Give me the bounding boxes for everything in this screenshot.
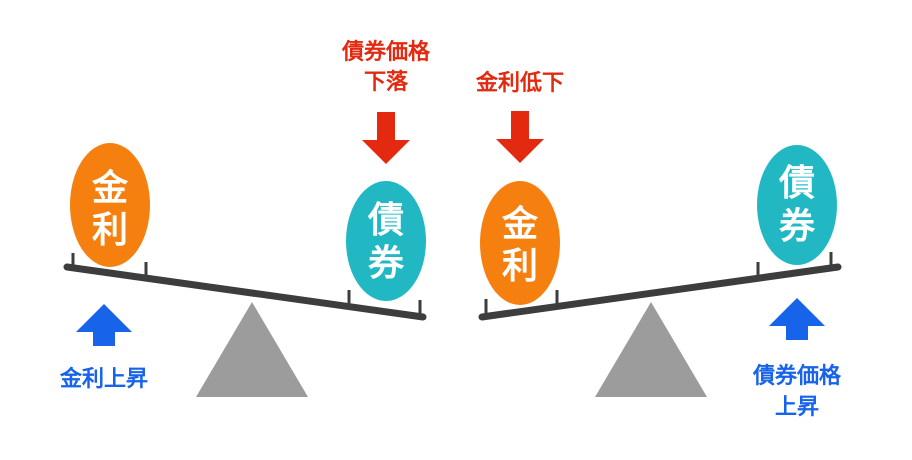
- right-interest-weight: 金 利: [480, 181, 560, 305]
- up-arrow-icon: [769, 298, 825, 340]
- left-bond-label-line2: 下落: [364, 70, 409, 95]
- interest-weight-oval: [70, 143, 150, 267]
- bond-weight-char: 債: [367, 200, 404, 241]
- down-arrow-icon: [362, 112, 410, 164]
- interest-weight-char: 利: [502, 246, 538, 287]
- left-seesaw: 金 利 債 券 金利上昇 債券価格 下落: [59, 39, 431, 397]
- interest-weight-oval: [480, 181, 560, 305]
- interest-weight-char: 利: [92, 210, 128, 251]
- interest-weight-char: 金: [91, 167, 129, 209]
- right-beam: [478, 263, 842, 321]
- left-interest-label: 金利上昇: [59, 366, 148, 392]
- interest-weight-char: 金: [501, 203, 539, 245]
- right-fulcrum: [595, 302, 707, 397]
- up-arrow-icon: [76, 304, 132, 346]
- right-bond-label-line2: 上昇: [775, 395, 819, 420]
- right-bond-label-line1: 債券価格: [752, 363, 842, 389]
- right-bond-weight: 債 券: [757, 145, 837, 265]
- right-interest-label: 金利低下: [475, 70, 564, 96]
- left-bond-weight: 債 券: [346, 181, 426, 301]
- bond-weight-char: 債: [778, 163, 815, 204]
- left-bond-label-line1: 債券価格: [341, 39, 431, 65]
- right-seesaw: 金 利 債 券 金利低下 債券価格 上昇: [475, 70, 842, 420]
- bond-weight-oval: [346, 181, 426, 301]
- left-interest-weight: 金 利: [70, 143, 150, 267]
- left-beam: [63, 263, 427, 321]
- down-arrow-icon: [496, 111, 544, 163]
- bond-weight-char: 券: [779, 206, 816, 247]
- bond-weight-oval: [757, 145, 837, 265]
- bond-weight-char: 券: [368, 243, 405, 284]
- left-fulcrum: [196, 302, 308, 397]
